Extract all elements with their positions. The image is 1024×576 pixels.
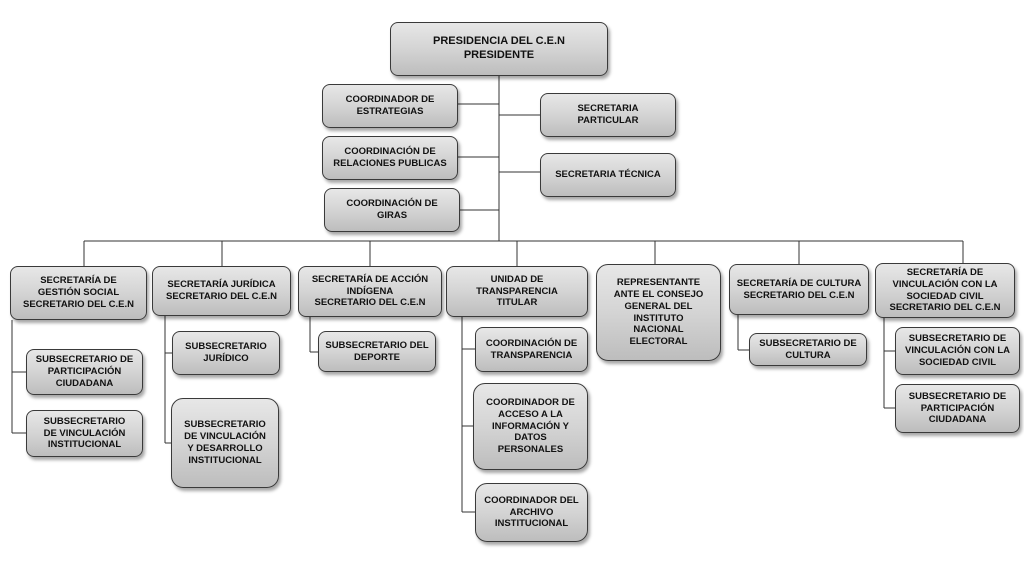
- node-subsecretario-vinculacion-sociedad: SUBSECRETARIO DE VINCULACIÓN CON LA SOCI…: [895, 327, 1020, 375]
- node-label: DEPORTE: [354, 351, 400, 363]
- node-label: COORDINADOR DE: [345, 94, 435, 106]
- node-label: SECRETARÍA JURÍDICA: [167, 279, 276, 291]
- node-label: SUBSECRETARIO DE: [759, 337, 857, 349]
- node-label: ARCHIVO: [509, 506, 554, 518]
- node-label: SECRETARÍA DE: [906, 266, 984, 278]
- node-subsecretario-juridico: SUBSECRETARIO JURÍDICO: [172, 331, 280, 375]
- node-label: GESTIÓN SOCIAL: [37, 287, 120, 299]
- node-label: Y DESARROLLO: [187, 443, 263, 454]
- node-label: SECRETARIO DEL C.E.N: [22, 298, 135, 310]
- node-label: SECRETARIA: [577, 103, 639, 115]
- node-label: ANTE EL CONSEJO: [613, 288, 704, 300]
- node-label: PRESIDENTE: [463, 49, 535, 61]
- node-subsecretario-vinculacion-institucional: SUBSECRETARIO DE VINCULACIÓN INSTITUCION…: [26, 410, 143, 457]
- node-label: ESTRATEGIAS: [356, 106, 424, 117]
- node-coordinacion-relaciones: COORDINACIÓN DE RELACIONES PUBLICAS: [322, 136, 458, 180]
- node-label: VINCULACIÓN CON LA: [892, 278, 998, 290]
- node-coordinador-estrategias: COORDINADOR DE ESTRATEGIAS: [322, 84, 458, 128]
- node-label: ACCESO A LA: [498, 408, 563, 420]
- node-label: GIRAS: [376, 210, 408, 221]
- node-label: INFORMACIÓN Y: [492, 420, 569, 432]
- node-presidencia: PRESIDENCIA DEL C.E.N PRESIDENTE: [390, 22, 608, 76]
- node-label: TRANSPARENCIA: [490, 349, 573, 361]
- node-label: SUBSECRETARIO DEL: [325, 339, 429, 351]
- node-secretaria-cultura: SECRETARÍA DE CULTURA SECRETARIO DEL C.E…: [729, 264, 869, 315]
- node-secretaria-vinculacion-sociedad: SECRETARÍA DE VINCULACIÓN CON LA SOCIEDA…: [875, 263, 1015, 318]
- node-label: SUBSECRETARIO DE: [908, 390, 1007, 402]
- node-label: PARTICIPACIÓN: [920, 402, 995, 414]
- node-label: SECRETARIO DEL C.E.N: [743, 289, 855, 301]
- node-label: PARTICIPACIÓN: [47, 366, 122, 378]
- node-label: TITULAR: [496, 297, 538, 309]
- node-label: INDÍGENA: [346, 285, 394, 297]
- node-secretaria-particular: SECRETARIA PARTICULAR: [540, 93, 676, 137]
- node-label: PRESIDENCIA DEL C.E.N: [432, 35, 566, 48]
- node-label: CIUDADANA: [55, 377, 114, 389]
- node-label: INSTITUCIONAL: [188, 454, 262, 466]
- node-label: JURÍDICO: [203, 353, 249, 364]
- node-label: INSTITUTO: [633, 312, 684, 324]
- node-label: SECRETARÍA DE CULTURA: [736, 277, 862, 289]
- node-subsecretario-participacion-ciudadana: SUBSECRETARIO DE PARTICIPACIÓN CIUDADANA: [895, 384, 1020, 433]
- node-label: SUBSECRETARIO DE: [35, 354, 134, 366]
- node-subsecretario-participacion: SUBSECRETARIO DE PARTICIPACIÓN CIUDADANA: [26, 349, 143, 395]
- node-label: TRANSPARENCIA: [476, 285, 558, 297]
- node-label: DATOS: [514, 432, 547, 444]
- node-secretaria-tecnica: SECRETARIA TÉCNICA: [540, 153, 676, 197]
- node-label: SECRETARIO DEL C.E.N: [314, 297, 426, 309]
- node-label: CIUDADANA: [928, 414, 987, 426]
- node-subsecretario-cultura: SUBSECRETARIO DE CULTURA: [749, 333, 867, 366]
- node-representante-ine: REPRESENTANTE ANTE EL CONSEJO GENERAL DE…: [596, 264, 721, 361]
- node-subsecretario-deporte: SUBSECRETARIO DEL DEPORTE: [318, 331, 436, 372]
- node-label: RELACIONES PUBLICAS: [333, 158, 447, 169]
- node-label: DE VINCULACIÓN: [43, 427, 126, 439]
- node-label: COORDINACIÓN DE: [485, 337, 578, 349]
- node-label: SOCIEDAD CIVIL: [918, 356, 997, 368]
- node-label: DE VINCULACIÓN: [184, 431, 266, 443]
- node-label: COORDINADOR DE: [486, 396, 575, 408]
- node-coordinador-archivo: COORDINADOR DEL ARCHIVO INSTITUCIONAL: [475, 483, 588, 542]
- node-label: SECRETARÍA DE: [40, 275, 117, 287]
- node-label: SECRETARIA TÉCNICA: [555, 169, 661, 181]
- node-label: SECRETARIO DEL C.E.N: [889, 302, 1001, 314]
- node-label: ELECTORAL: [629, 336, 688, 348]
- node-label: SOCIEDAD CIVIL: [906, 290, 984, 302]
- node-label: VINCULACIÓN CON LA: [904, 345, 1011, 357]
- node-label: CULTURA: [785, 349, 831, 361]
- node-label: COORDINADOR DEL: [484, 494, 579, 506]
- node-label: UNIDAD DE: [490, 273, 544, 285]
- node-coordinacion-giras: COORDINACIÓN DE GIRAS: [324, 188, 460, 232]
- node-secretaria-accion-indigena: SECRETARÍA DE ACCIÓN INDÍGENA SECRETARIO…: [298, 266, 442, 317]
- node-label: SECRETARÍA DE ACCIÓN: [311, 273, 429, 285]
- node-coordinacion-transparencia: COORDINACIÓN DE TRANSPARENCIA: [475, 327, 588, 372]
- node-secretaria-juridica: SECRETARÍA JURÍDICA SECRETARIO DEL C.E.N: [152, 266, 291, 316]
- node-coordinador-acceso-informacion: COORDINADOR DE ACCESO A LA INFORMACIÓN Y…: [473, 383, 588, 470]
- node-label: SUBSECRETARIO DE: [908, 333, 1007, 345]
- node-label: INSTITUCIONAL: [47, 439, 122, 451]
- node-label: INSTITUCIONAL: [494, 518, 569, 530]
- node-label: SUBSECRETARIO: [185, 341, 267, 353]
- node-label: COORDINACIÓN DE: [346, 198, 438, 210]
- node-label: PARTICULAR: [577, 115, 639, 126]
- node-label: COORDINACIÓN DE: [344, 146, 436, 158]
- node-label: NACIONAL: [633, 324, 684, 336]
- node-label: SUBSECRETARIO: [43, 415, 126, 427]
- node-unidad-transparencia: UNIDAD DE TRANSPARENCIA TITULAR: [446, 266, 588, 317]
- node-label: SUBSECRETARIO: [184, 419, 266, 431]
- node-label: PERSONALES: [497, 444, 564, 456]
- node-label: SECRETARIO DEL C.E.N: [165, 291, 278, 302]
- node-subsecretario-vinculacion-desarrollo: SUBSECRETARIO DE VINCULACIÓN Y DESARROLL…: [171, 398, 279, 488]
- node-label: GENERAL DEL: [624, 300, 693, 312]
- node-secretaria-gestion-social: SECRETARÍA DE GESTIÓN SOCIAL SECRETARIO …: [10, 266, 147, 320]
- node-label: REPRESENTANTE: [616, 276, 701, 288]
